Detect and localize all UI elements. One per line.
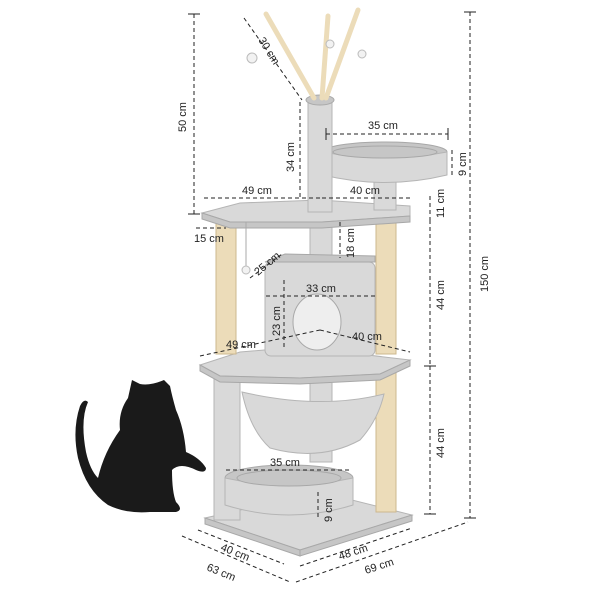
label-base-width-inner: 48 cm (337, 542, 369, 563)
label-lower-section-height: 44 cm (435, 428, 447, 458)
label-shelf-depth: 40 cm (350, 185, 380, 197)
spring-toy-left (263, 11, 317, 101)
basket-inner (236, 469, 342, 487)
label-shelf-edge: 15 cm (194, 233, 224, 245)
label-mid-platform-depth: 40 cm (352, 331, 382, 343)
label-basket-depth: 9 cm (323, 498, 335, 522)
top-bed-inner (332, 145, 438, 159)
label-house-gap: 18 cm (345, 228, 357, 258)
cat-silhouette-icon (75, 380, 206, 513)
label-base-depth-outer: 63 cm (205, 562, 237, 584)
label-basket-width: 35 cm (270, 457, 300, 469)
base-edge-right (299, 514, 413, 557)
label-upper-post: 34 cm (285, 142, 297, 172)
label-base-width-outer: 69 cm (363, 556, 395, 577)
label-house-height: 23 cm (271, 306, 283, 336)
upper-shelf-edge (201, 212, 411, 229)
label-top-post-height: 50 cm (177, 102, 189, 132)
lower-right-sisal-post (375, 371, 397, 513)
condo-entrance-hole (292, 293, 342, 351)
label-mid-platform-width: 49 cm (226, 339, 256, 351)
mouse-toy-icon (325, 39, 335, 49)
label-rope-length: 30 cm (255, 35, 281, 67)
label-top-bed-width: 35 cm (368, 120, 398, 132)
mouse-toy-icon (246, 52, 258, 64)
label-top-bed-depth: 9 cm (457, 152, 469, 176)
middle-platform-edge (199, 359, 411, 385)
mouse-toy-icon (241, 265, 251, 275)
spring-toy-center (319, 13, 331, 101)
spring-toy-right (323, 7, 361, 101)
label-upper-section-height: 44 cm (435, 280, 447, 310)
label-shelf-thickness: 11 cm (435, 189, 447, 218)
mouse-toy-icon (357, 49, 367, 59)
label-base-depth-inner: 40 cm (219, 542, 251, 564)
top-center-post (307, 99, 333, 213)
label-total-height: 150 cm (479, 256, 491, 292)
hammock (241, 391, 385, 454)
label-house-width: 33 cm (306, 283, 336, 295)
label-shelf-width: 49 cm (242, 185, 272, 197)
